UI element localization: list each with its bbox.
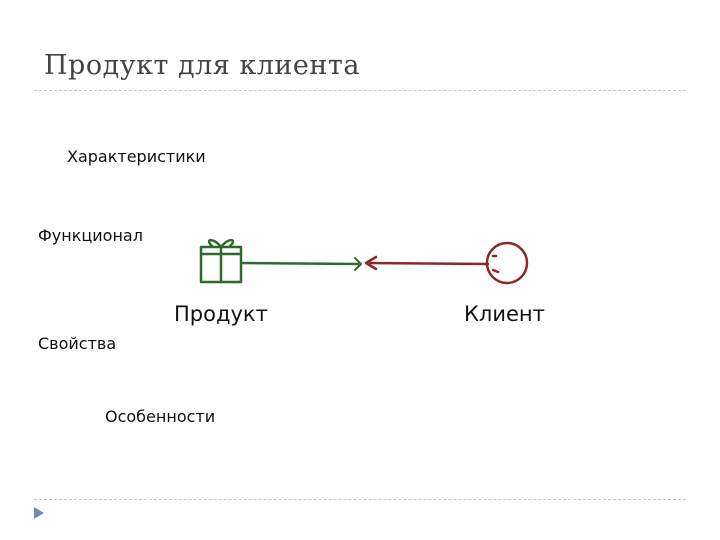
title-divider: [34, 90, 686, 91]
label-properties: Свойства: [38, 334, 117, 353]
label-functionality: Функционал: [38, 226, 143, 245]
product-connector-line: [239, 257, 362, 271]
client-label: Клиент: [464, 302, 545, 326]
triangle-right-icon[interactable]: [33, 506, 45, 520]
footer-divider: [34, 499, 686, 500]
gift-box-icon: [199, 238, 243, 284]
client-connector-arrow: [364, 255, 490, 271]
person-head-icon: [485, 241, 529, 285]
label-characteristics: Характеристики: [67, 147, 206, 166]
product-label: Продукт: [174, 302, 268, 326]
slide-title: Продукт для клиента: [44, 50, 360, 81]
label-features: Особенности: [105, 407, 216, 426]
